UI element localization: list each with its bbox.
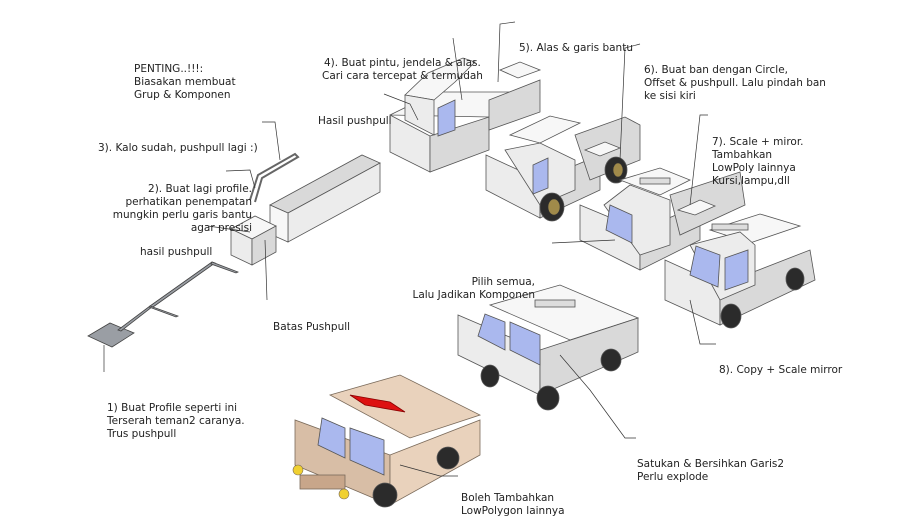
note-step2: 2). Buat lagi profile.perhatikan penempa… — [112, 183, 252, 234]
tutorial-diagram — [87, 21, 816, 508]
note-step5: 5). Alas & garis bantu — [519, 42, 633, 54]
note-select-all: Pilih semua,Lalu Jadikan Komponen — [412, 276, 535, 301]
truck-final — [292, 374, 482, 508]
truck-component — [579, 167, 746, 271]
pushpull-wall — [230, 152, 381, 266]
note-batas-pushpull: Batas Pushpull — [273, 321, 351, 333]
note-step4: 4). Buat pintu, jendela & alas.Cari cara… — [322, 57, 483, 82]
profile-flat — [87, 261, 239, 348]
truck-scaled — [664, 213, 816, 329]
note-step3: 3). Kalo sudah, pushpull lagi :) — [98, 142, 258, 154]
truck-merged — [457, 284, 640, 411]
note-step6: 6). Buat ban dengan Circle,Offset & push… — [644, 64, 826, 102]
cab-pushpull — [389, 57, 542, 173]
leader-lines — [103, 21, 716, 477]
note-step8: 8). Copy + Scale mirror — [719, 364, 843, 376]
note-hasil-pushpull: hasil pushpull — [140, 246, 213, 258]
note-hasil-pushpull-cab: Hasil pushpull — [318, 115, 392, 127]
truck-with-wheels — [485, 115, 641, 222]
